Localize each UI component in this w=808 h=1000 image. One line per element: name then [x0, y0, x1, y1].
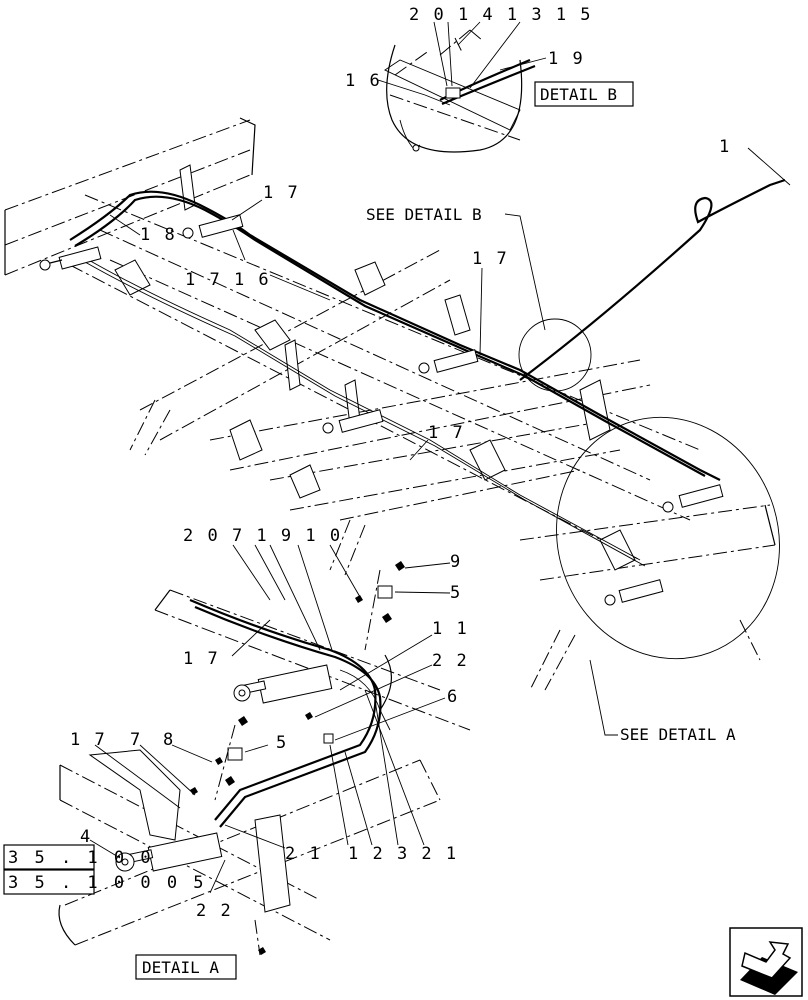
detail-a-marker-ellipse [556, 416, 780, 660]
svg-text:3 5 . 1 0 0 0 5: 3 5 . 1 0 0 0 5 [8, 873, 207, 893]
cylinder-3 [418, 349, 479, 374]
svg-text:DETAIL B: DETAIL B [540, 85, 617, 104]
callout-22-bottom: 2 2 [196, 901, 233, 921]
callout-18: 1 8 [140, 225, 177, 245]
detail-b-callout-19: 1 9 [548, 49, 585, 69]
detail-a-view: 2 0 7 1 9 1 0 9 5 1 7 1 1 2 2 6 1 7 7 8 … [3, 526, 471, 980]
cylinder-1 [39, 246, 102, 271]
callout-8: 8 [163, 730, 175, 750]
detail-b-label: DETAIL B [534, 81, 634, 107]
cylinder-4 [322, 409, 384, 434]
callout-11: 1 1 [432, 619, 469, 639]
detail-a-label: DETAIL A [135, 954, 237, 980]
callout-9: 9 [450, 552, 462, 572]
main-frame-view: 1 1 7 1 8 1 7 1 6 1 7 1 7 SEE DETAIL B S… [4, 117, 791, 744]
callout-6: 6 [447, 687, 459, 707]
callout-1: 1 [719, 137, 731, 157]
callout-5-top: 5 [450, 583, 462, 603]
callout-17-c: 1 7 [428, 423, 465, 443]
cylinder-2 [182, 214, 244, 239]
page-turn-arrow-icon[interactable] [729, 927, 803, 997]
callout-207-1910: 2 0 7 1 9 1 0 [183, 526, 342, 546]
svg-text:3 5 . 1 0 0: 3 5 . 1 0 0 [8, 848, 154, 868]
detail-b-marker-circle [518, 318, 592, 392]
reference-box-2: 3 5 . 1 0 0 0 5 [3, 869, 207, 895]
reference-box-1: 3 5 . 1 0 0 [3, 844, 154, 870]
see-detail-a-note: SEE DETAIL A [620, 725, 736, 744]
cylinder-5 [662, 484, 724, 513]
callout-7: 7 [130, 730, 142, 750]
callout-123-21: 1 2 3 2 1 [348, 844, 458, 864]
callout-17-mid: 1 7 [183, 649, 220, 669]
detail-b-callout-row: 2 0 1 4 1 3 1 5 [409, 5, 593, 25]
callout-17-b: 1 7 [472, 249, 509, 269]
detail-b-view: 2 0 1 4 1 3 1 5 1 9 1 6 DETAIL B [345, 5, 634, 153]
callout-21-left: 2 1 [285, 844, 322, 864]
callout-17-a: 1 7 [263, 183, 300, 203]
cylinder-6 [604, 579, 664, 606]
callout-17-left: 1 7 [70, 730, 107, 750]
callout-5-mid: 5 [276, 733, 288, 753]
detail-b-callout-16: 1 6 [345, 71, 382, 91]
callout-1716: 1 7 1 6 [185, 270, 271, 290]
callout-22-right: 2 2 [432, 651, 469, 671]
svg-text:DETAIL A: DETAIL A [142, 958, 219, 977]
callout-4: 4 [80, 827, 92, 847]
see-detail-b-note: SEE DETAIL B [366, 205, 482, 224]
